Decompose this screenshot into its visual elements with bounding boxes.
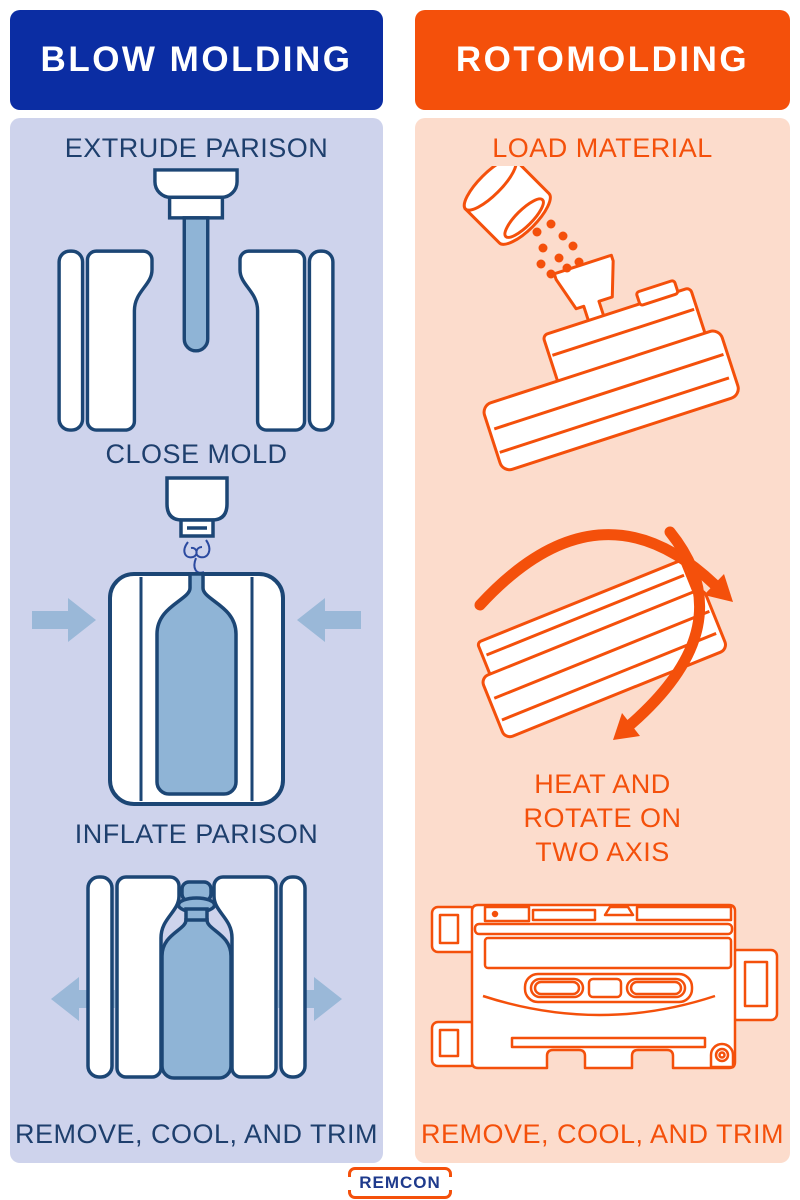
rotomold-mold-icon (476, 559, 727, 739)
extrude-parison-illustration (57, 168, 335, 432)
material-bucket-icon (462, 166, 552, 246)
interlock-tabs (430, 905, 779, 1068)
step-close-mold-label: CLOSE MOLD (105, 439, 288, 469)
barrier-slots (523, 972, 694, 1004)
step-load-material-label: LOAD MATERIAL (492, 133, 713, 163)
rotomolding-header: ROTOMOLDING (415, 10, 790, 110)
step-remove-cool-trim-right-label: REMOVE, COOL, AND TRIM (420, 1119, 785, 1149)
rotomolding-panel: LOAD MATERIAL (415, 118, 790, 1163)
air-swirls-icon (183, 539, 211, 574)
rotation-arrows-icon (474, 526, 733, 740)
barrier-bottom-rail (510, 1036, 707, 1049)
step-extrude-parison-label: EXTRUDE PARISON (64, 133, 329, 163)
blow-molding-title: BLOW MOLDING (40, 40, 353, 79)
logo-notch-right (447, 1177, 454, 1190)
extruder-head-icon (153, 168, 239, 353)
step-heat-rotate-label: HEAT AND ROTATE ON TWO AXIS (523, 769, 682, 867)
rotate-mold-illustration (474, 526, 733, 740)
inflate-parison-illustration (32, 476, 361, 806)
arrow-right-icon (32, 598, 96, 642)
step-inflate-parison-label: INFLATE PARISON (74, 819, 319, 849)
bottle-icon (160, 880, 233, 1080)
remcon-logo-text: REMCON (359, 1173, 441, 1192)
step-remove-cool-trim-left-label: REMOVE, COOL, AND TRIM (14, 1119, 379, 1149)
load-material-illustration (462, 166, 740, 472)
arrow-right-icon (278, 977, 342, 1021)
mold-half-right-icon (238, 249, 335, 432)
arrow-left-icon (51, 977, 115, 1021)
plastic-pellets-icon (532, 219, 584, 279)
remove-bottle-illustration (51, 875, 342, 1080)
mold-half-right-icon (212, 875, 307, 1079)
remcon-logo: REMCON (346, 1167, 454, 1199)
logo-notch-left (346, 1177, 353, 1190)
inflating-parison (155, 572, 238, 796)
closed-mold-icon (108, 572, 285, 806)
barrier-top-details (473, 905, 734, 970)
barrier-product-illustration (430, 903, 779, 1070)
blow-molding-panel: EXTRUDE PARISON CLOSE MOLD (10, 118, 383, 1163)
mold-half-left-icon (57, 249, 154, 432)
parison-tube (182, 216, 210, 353)
rotomolding-title: ROTOMOLDING (455, 40, 750, 79)
blow-molding-header: BLOW MOLDING (10, 10, 383, 110)
barrier-skirt-curve (482, 994, 716, 1017)
blow-pin-icon (165, 476, 229, 538)
fill-cap-icon (709, 1042, 735, 1069)
mold-half-left-icon (86, 875, 181, 1079)
arrow-left-icon (297, 598, 361, 642)
rotomold-mold-icon (482, 253, 740, 472)
